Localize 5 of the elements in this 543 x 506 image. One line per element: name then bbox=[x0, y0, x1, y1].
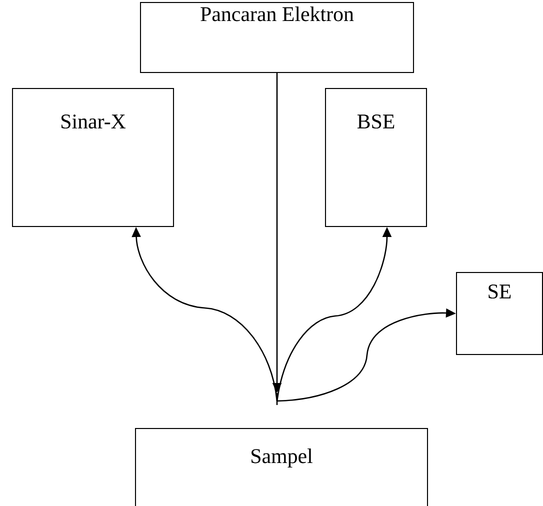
box: Sinar-X bbox=[12, 88, 174, 227]
box: BSE bbox=[325, 88, 427, 227]
box: Pancaran Elektron bbox=[140, 2, 414, 73]
box: Sampel bbox=[135, 428, 428, 506]
box: SE bbox=[456, 272, 543, 355]
